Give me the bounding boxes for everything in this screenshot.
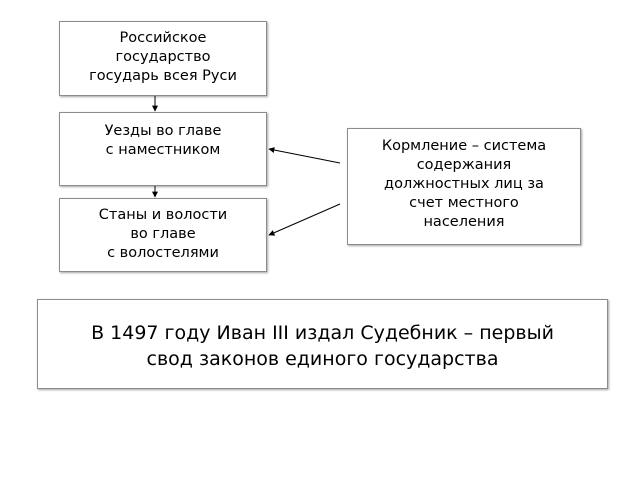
kormlenie-box-line: содержания	[416, 157, 512, 173]
kormlenie-box-line: Кормление – система	[381, 138, 547, 154]
stany-box: Станы и волости во главе с волостелями	[59, 198, 267, 272]
state-box-line: государство	[115, 49, 211, 65]
state-box-line: Российское	[119, 30, 207, 46]
uezdy-box-line: Уезды во главе	[104, 123, 222, 139]
kormlenie-box: Кормление – система содержания должностн…	[347, 128, 581, 245]
kormlenie-box-line: счет местного	[409, 195, 519, 211]
stany-box-line: Станы и волости	[98, 207, 228, 223]
kormlenie-box-line: должностных лиц за	[384, 176, 544, 192]
uezdy-box-line: с наместником	[105, 142, 221, 158]
stany-box-line: с волостелями	[107, 245, 219, 261]
arrow-kormlenie-to-uezdy	[268, 147, 341, 164]
sudebnik-box-line: В 1497 году Иван III издал Судебник – пе…	[91, 322, 554, 344]
uezdy-box: Уезды во главе с наместником	[59, 112, 267, 186]
state-box: Российское государство государь всея Рус…	[59, 21, 267, 96]
kormlenie-box-line: населения	[423, 214, 505, 230]
state-box-line: государь всея Руси	[89, 68, 237, 84]
stany-box-line: во главе	[130, 226, 196, 242]
sudebnik-box-line: свод законов единого государства	[146, 348, 499, 370]
arrow-kormlenie-to-stany	[268, 203, 341, 236]
sudebnik-box: В 1497 году Иван III издал Судебник – пе…	[37, 299, 608, 389]
